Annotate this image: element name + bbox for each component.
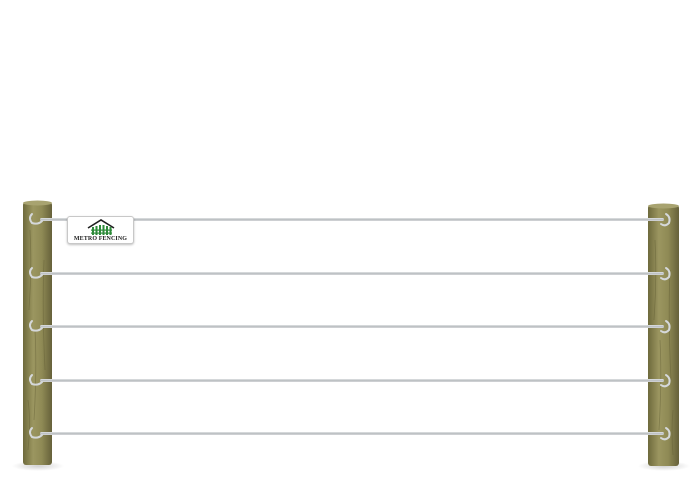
fence-house-logo-icon [87, 219, 115, 235]
fence-wire-4 [40, 379, 664, 382]
fence-wire-5 [40, 432, 664, 435]
fence-wire-3 [40, 325, 664, 328]
left-post [23, 200, 52, 465]
left-clip-3 [29, 320, 43, 332]
wire-clips [29, 213, 671, 441]
right-post [648, 203, 679, 466]
left-clip-4 [29, 374, 43, 386]
brand-name: METRO FENCING [73, 236, 128, 242]
fence-wires [40, 218, 664, 435]
brand-sign: METRO FENCING [67, 216, 134, 244]
right-clip-3 [660, 320, 671, 334]
right-clip-1 [660, 213, 671, 227]
right-clip-4 [660, 374, 671, 388]
left-clip-1 [29, 213, 43, 225]
right-clip-2 [660, 267, 671, 281]
right-clip-5 [660, 427, 671, 441]
left-clip-2 [29, 267, 43, 279]
left-clip-5 [29, 427, 43, 439]
fence-wire-2 [40, 272, 664, 275]
fence-wire-1 [40, 218, 664, 221]
